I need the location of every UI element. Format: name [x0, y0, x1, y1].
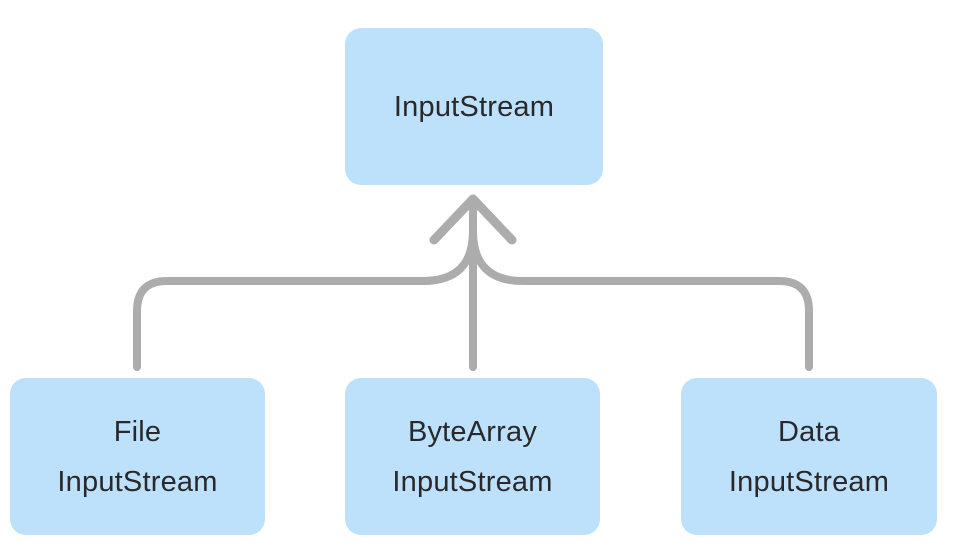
- node-file-inputstream-line1: File: [113, 415, 162, 448]
- connector-left-child: [133, 227, 477, 371]
- node-data-inputstream-line1: Data: [777, 415, 841, 448]
- node-data-inputstream: Data InputStream: [681, 378, 937, 535]
- node-inputstream-label: InputStream: [393, 90, 555, 123]
- node-file-inputstream: File InputStream: [10, 378, 265, 535]
- connector-right-child: [469, 227, 813, 371]
- node-data-inputstream-line2: InputStream: [728, 465, 890, 498]
- node-bytearray-inputstream-line1: ByteArray: [407, 415, 538, 448]
- node-bytearray-inputstream: ByteArray InputStream: [345, 378, 600, 535]
- node-file-inputstream-line2: InputStream: [57, 465, 218, 498]
- node-bytearray-inputstream-line2: InputStream: [392, 465, 553, 498]
- node-inputstream: InputStream: [345, 28, 603, 185]
- arrowhead-icon: [429, 194, 517, 245]
